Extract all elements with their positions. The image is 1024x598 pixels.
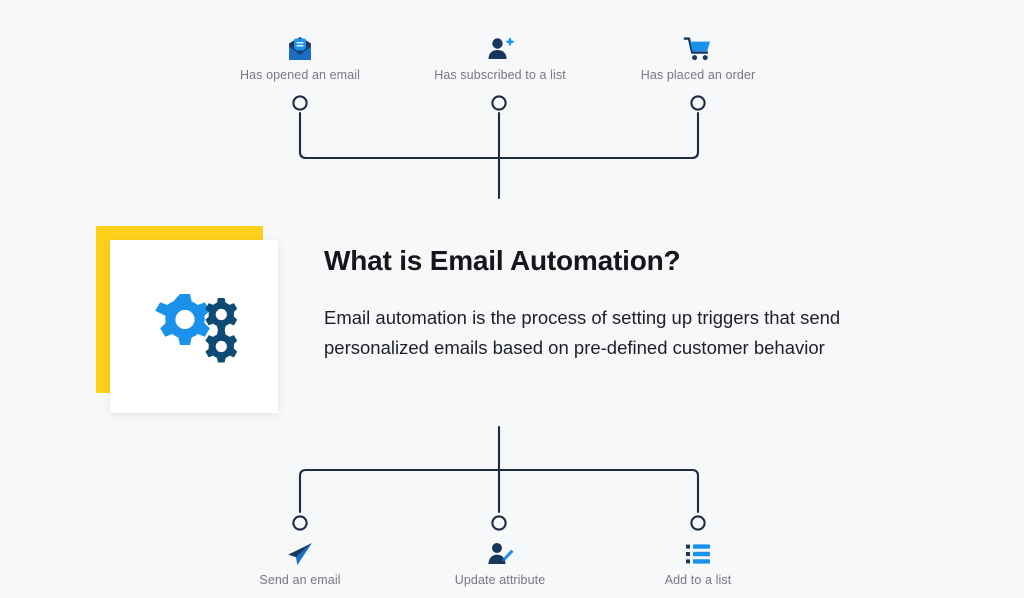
- trigger-node-label: Has opened an email: [239, 68, 361, 82]
- trigger-bracket: [298, 111, 700, 160]
- action-node-label: Send an email: [259, 573, 341, 587]
- action-node-add-to-list[interactable]: Add to a list: [598, 533, 798, 587]
- trigger-node-label: Has subscribed to a list: [434, 68, 566, 82]
- action-bracket: [298, 468, 700, 514]
- trigger-node-opened-email[interactable]: Has opened an email: [200, 28, 400, 82]
- trigger-node-label: Has placed an order: [640, 68, 756, 82]
- trigger-node-subscribed-list[interactable]: Has subscribed to a list: [400, 28, 600, 82]
- open-envelope-icon: [200, 28, 400, 62]
- center-text-block: What is Email Automation? Email automati…: [324, 245, 964, 363]
- action-node-update-attribute[interactable]: Update attribute: [400, 533, 600, 587]
- automation-icon-card: [110, 240, 278, 413]
- action-node-dot-1: [292, 515, 308, 531]
- paper-plane-icon: [200, 533, 400, 567]
- user-plus-icon: [400, 28, 600, 62]
- description-text: Email automation is the process of setti…: [324, 306, 841, 358]
- trigger-node-placed-order[interactable]: Has placed an order: [598, 28, 798, 82]
- user-edit-icon: [400, 533, 600, 567]
- trigger-node-dot-3: [690, 95, 706, 111]
- action-node-dot-2: [491, 515, 507, 531]
- trigger-node-dot-2: [491, 95, 507, 111]
- gears-icon: [155, 293, 238, 362]
- bulleted-list-icon: [598, 533, 798, 567]
- action-node-dot-3: [690, 515, 706, 531]
- action-node-label: Add to a list: [664, 573, 732, 587]
- action-node-label: Update attribute: [454, 573, 546, 587]
- page-title: What is Email Automation?: [324, 245, 681, 276]
- shopping-cart-icon: [598, 28, 798, 62]
- trigger-node-dot-1: [292, 95, 308, 111]
- action-node-send-email[interactable]: Send an email: [200, 533, 400, 587]
